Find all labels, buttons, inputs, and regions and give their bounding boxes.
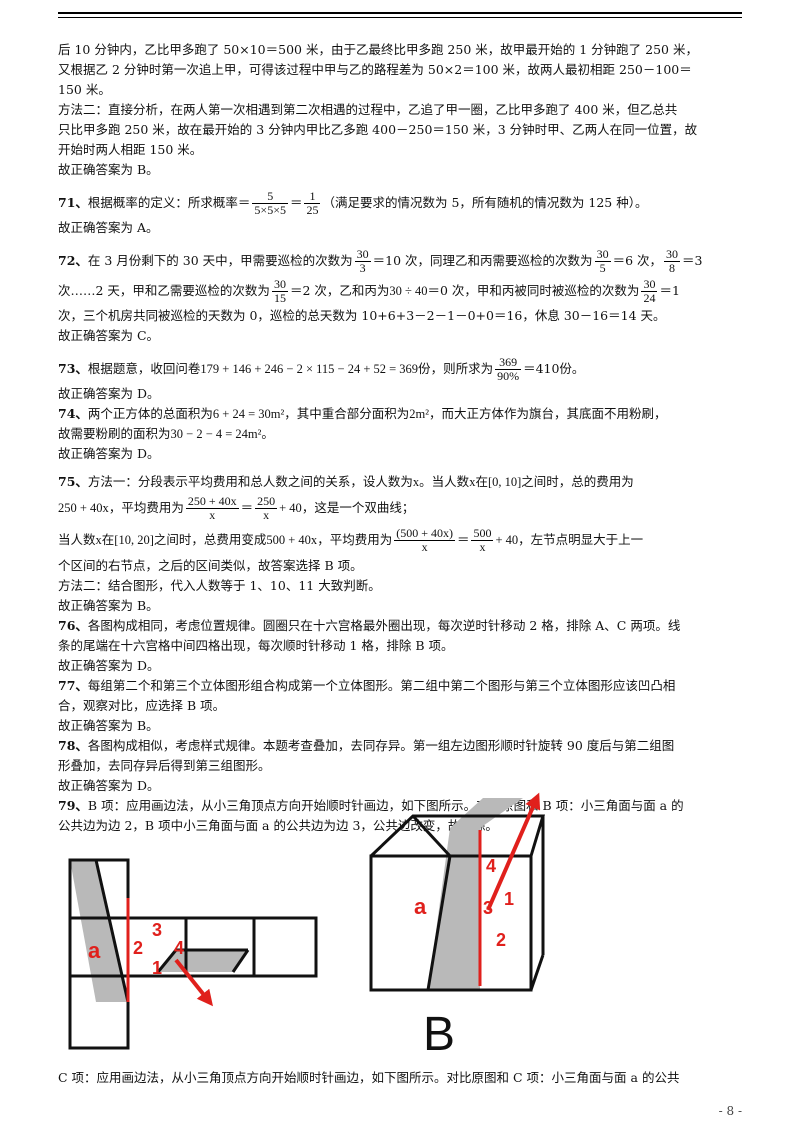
question-number: 76、 xyxy=(58,618,88,633)
text-line: C 项：应用画边法，从小三角顶点方向开始顺时针画边，如下图所示。对比原图和 C … xyxy=(58,1070,680,1085)
answer-line: 故正确答案为 B。 xyxy=(58,598,159,613)
question-number: 74、 xyxy=(58,406,88,421)
red-arrow xyxy=(174,958,213,1007)
label-3: 3 xyxy=(152,920,162,940)
q78-line1: 78、各图构成相似，考虑样式规律。本题考查叠加，去同存异。第一组左边图形顺时针旋… xyxy=(58,738,675,753)
text-line: 开始时两人相距 150 米。 xyxy=(58,142,203,157)
label-1: 1 xyxy=(152,958,162,978)
text-line: 个区间的右节点，之后的区间类似，故答案选择 B 项。 xyxy=(58,558,363,573)
text-line: 方法二：结合图形，代入人数等于 1、10、11 大致判断。 xyxy=(58,578,381,593)
q73: 73、根据题意，收回问卷179 + 146 + 246 − 2 × 115 − … xyxy=(58,355,585,383)
answer-line: 故正确答案为 B。 xyxy=(58,718,159,733)
q74-line1: 74、两个正方体的总面积为6 + 24 = 30m²，其中重合部分面积为2m²，… xyxy=(58,406,667,421)
answer-line: 故正确答案为 D。 xyxy=(58,778,160,793)
header-rule-thick xyxy=(58,12,742,14)
shaded-triangle-face xyxy=(428,828,480,990)
text-line: 公共边为边 2，B 项中小三角面与面 a 的公共边为边 3，公共边改变，故排除。 xyxy=(58,818,498,833)
cube-diagram: a 2 3 4 1 a 4 3 1 2 B xyxy=(68,792,546,1061)
q75-line3: 当人数x在[10, 20]之间时，总费用变成500 + 40x，平均费用为(50… xyxy=(58,526,644,554)
answer-line: 故正确答案为 D。 xyxy=(58,386,160,401)
q77-line1: 77、每组第二个和第三个立体图形组合构成第一个立体图形。第二组中第二个图形与第三… xyxy=(58,678,676,693)
text-line: 条的尾端在十六宫格中间四格出现，每次顺时针移动 1 格，排除 B 项。 xyxy=(58,638,454,653)
text-line: 方法二：直接分析，在两人第一次相遇到第二次相遇的过程中，乙追了甲一圈，乙比甲多跑… xyxy=(58,102,678,117)
text-line: 后 10 分钟内，乙比甲多跑了 50×10＝500 米，由于乙最终比甲多跑 25… xyxy=(58,42,698,57)
label-4: 4 xyxy=(486,856,496,876)
question-number: 77、 xyxy=(58,678,88,693)
answer-line: 故正确答案为 B。 xyxy=(58,162,159,177)
cube-figure xyxy=(369,792,546,992)
text-line: 只比甲多跑 250 米，故在最开始的 3 分钟内甲比乙多跑 400－250＝15… xyxy=(58,122,698,137)
shaded-triangle-face xyxy=(70,860,128,1002)
text-line: 合，观察对比，应选择 B 项。 xyxy=(58,698,226,713)
q76-line1: 76、各图构成相同，考虑位置规律。圆圈只在十六宫格最外圈出现，每次逆时针移动 2… xyxy=(58,618,681,633)
text-line: 形叠加，去同存异后得到第三组图形。 xyxy=(58,758,271,773)
page-number: - 8 - xyxy=(718,1104,742,1118)
question-number: 73、 xyxy=(58,361,88,376)
fraction: (500 + 40x)x xyxy=(394,526,455,554)
question-number: 71、 xyxy=(58,195,88,210)
label-a: a xyxy=(414,894,427,919)
text-line: 又根据乙 2 分钟时第一次追上甲，可得该过程中甲与乙的路程差为 50×2＝100… xyxy=(58,62,692,77)
header-rule-thin xyxy=(58,17,742,18)
answer-line: 故正确答案为 C。 xyxy=(58,328,160,343)
option-label: B xyxy=(423,1008,455,1061)
q75-line1: 75、方法一：分段表示平均费用和总人数之间的关系，设人数为x。当人数x在[0, … xyxy=(58,474,634,489)
label-1: 1 xyxy=(504,889,514,909)
label-a: a xyxy=(88,938,101,963)
label-2: 2 xyxy=(133,938,143,958)
text-line: 150 米。 xyxy=(58,82,111,97)
red-arrow xyxy=(486,792,541,911)
answer-line: 故正确答案为 D。 xyxy=(58,446,160,461)
answer-line: 故正确答案为 A。 xyxy=(58,220,159,235)
question-number: 72、 xyxy=(58,253,88,268)
text-line: 次，三个机房共同被巡检的天数为 0，巡检的总天数为 10+6+3－2－1－0+0… xyxy=(58,308,666,323)
q74-line2: 故需要粉刷的面积为30 − 2 − 4 = 24m²。 xyxy=(58,426,274,441)
question-number: 75、 xyxy=(58,474,88,489)
net-figure xyxy=(68,858,318,1050)
label-3: 3 xyxy=(483,898,493,918)
label-4: 4 xyxy=(174,938,184,958)
question-number: 79、 xyxy=(58,798,88,813)
answer-line: 故正确答案为 D。 xyxy=(58,658,160,673)
question-number: 78、 xyxy=(58,738,88,753)
document-body: 后 10 分钟内，乙比甲多跑了 50×10＝500 米，由于乙最终比甲多跑 25… xyxy=(58,40,744,836)
label-2: 2 xyxy=(496,930,506,950)
